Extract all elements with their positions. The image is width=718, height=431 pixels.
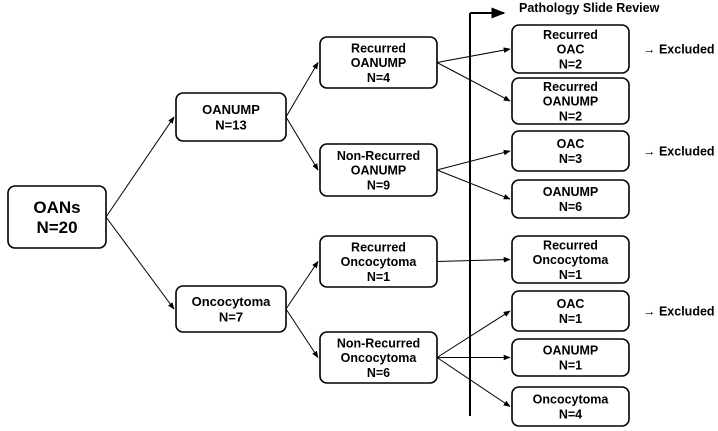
edge-oans-to-onco [105,216,175,310]
node-box [511,386,630,427]
node-label-line: OAC [557,297,585,311]
node-box [511,290,630,332]
pathology-review-bracket [469,7,506,416]
edge-nonrec_onco-to-r8 [436,357,511,407]
node-label-line: N=1 [559,312,582,326]
node-label-line: OANUMP [543,185,599,199]
node-label-line: Recurred [351,240,406,254]
edge-onco-to-nonrec_onco [285,308,319,359]
node-box [175,92,287,142]
node-label-line: N=13 [215,117,246,132]
node-label-line: Oncocytoma [341,351,418,365]
node-label-line: Oncocytoma [192,294,272,309]
edge-onco-to-rec_onco [285,260,319,310]
edge-nonrec_onco-to-r6 [436,310,511,358]
node-label-line: Non-Recurred [337,149,420,163]
node-label-line: OANUMP [351,56,407,70]
edge-nonrec_oanump-to-r4 [436,169,511,200]
node-box [511,235,630,284]
edge-oanump-to-nonrec_oanump [285,116,319,171]
node-label-line: N=2 [559,109,582,123]
node-label-line: N=6 [559,200,582,214]
edges [105,47,511,407]
node-box [175,285,287,333]
node-box [319,331,438,384]
node-label-line: N=7 [219,309,243,324]
node-label-line: Recurred [543,80,598,94]
node-box [511,77,630,125]
edge-nonrec_oanump-to-r3 [436,149,511,171]
node-box [319,36,438,89]
edge-rec_onco-to-r5 [436,256,511,263]
node-label-line: OANUMP [543,95,599,109]
node-label-line: N=1 [559,268,582,282]
edge-rec_oanump-to-r1 [436,47,511,63]
node-box [511,24,630,74]
node-label-line: Recurred [351,41,406,55]
node-label-line: OAC [557,43,585,57]
node-label-line: N=1 [367,270,390,284]
node-label-line: N=20 [36,218,77,237]
edge-rec_oanump-to-r2 [436,62,511,102]
node-label-line: Recurred [543,238,598,252]
node-label-line: OANUMP [351,164,407,178]
pathology-slide-review-label: Pathology Slide Review [519,1,660,15]
node-label-line: Oncocytoma [533,393,610,407]
excluded-label: → Excluded [643,305,715,319]
node-label-line: N=4 [367,71,390,85]
node-label-line: N=3 [559,152,582,166]
node-box [511,179,630,219]
node-label-line: N=1 [559,358,582,372]
node-label-line: N=4 [559,407,582,421]
node-label-line: OANs [33,198,80,217]
node-box [511,130,630,172]
node-label-line: OANUMP [202,102,260,117]
node-label-line: N=9 [367,178,390,192]
node-box [7,185,107,249]
nodes: OANsN=20OANUMPN=13OncocytomaN=7RecurredO… [7,24,630,427]
node-label-line: N=6 [367,366,390,380]
node-box [319,235,438,288]
node-label-line: N=2 [559,57,582,71]
node-label-line: OANUMP [543,344,599,358]
excluded-label: → Excluded [643,145,715,159]
node-box [511,338,630,377]
node-label-line: Recurred [543,28,598,42]
node-box [319,143,438,197]
node-label-line: Non-Recurred [337,336,420,350]
node-label-line: Oncocytoma [341,255,418,269]
edge-oans-to-oanump [105,116,175,218]
node-label-line: OAC [557,137,585,151]
node-label-line: Oncocytoma [533,253,610,267]
edge-oanump-to-rec_oanump [285,61,319,118]
excluded-label: → Excluded [643,43,715,57]
excluded-labels: → Excluded → Excluded → Excluded [643,43,715,319]
